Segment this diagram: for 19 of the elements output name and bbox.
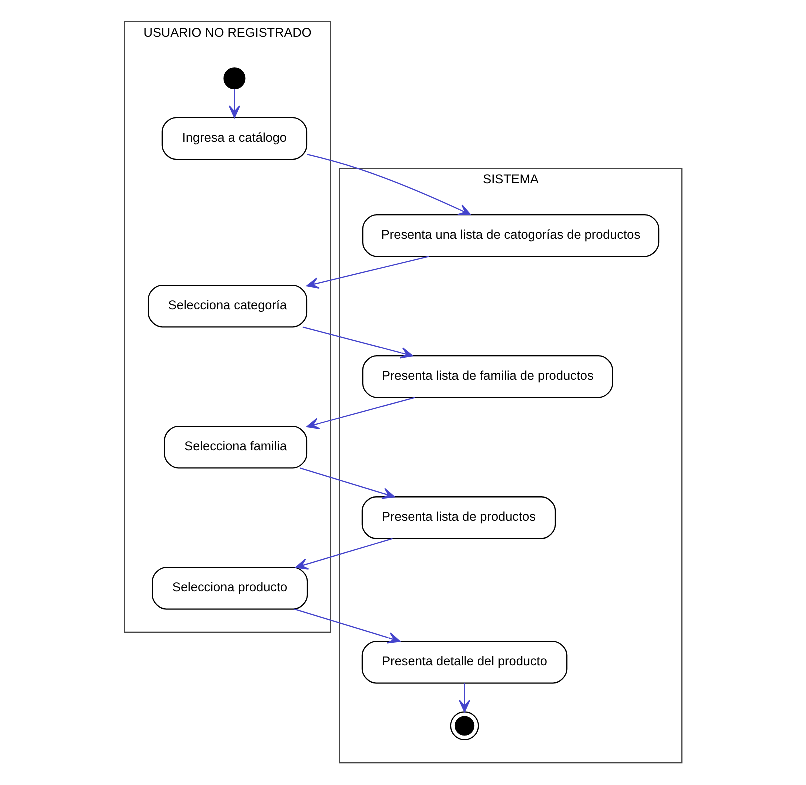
node-box: Selecciona familia	[164, 426, 308, 469]
node-box: Presenta lista de productos	[361, 496, 556, 540]
arrow	[294, 608, 400, 644]
arrow	[300, 468, 395, 500]
node-box: Presenta una lista de catogorías de productos	[362, 214, 660, 258]
node-circle	[450, 712, 479, 740]
node-box: Selecciona categoría	[148, 284, 308, 328]
arrow	[458, 683, 470, 713]
node-box: Presenta lista de familia de productos	[362, 356, 613, 398]
arrow	[295, 538, 392, 570]
arrow	[306, 154, 471, 216]
arrow	[306, 256, 429, 290]
node-box: Presenta detalle del producto	[361, 641, 568, 684]
arrow	[302, 326, 413, 359]
node-box: Ingresa a catálogo	[161, 117, 308, 160]
node-circle	[223, 68, 246, 90]
node-box: Selecciona producto	[152, 567, 308, 610]
arrow	[228, 89, 240, 118]
arrow	[306, 397, 415, 430]
